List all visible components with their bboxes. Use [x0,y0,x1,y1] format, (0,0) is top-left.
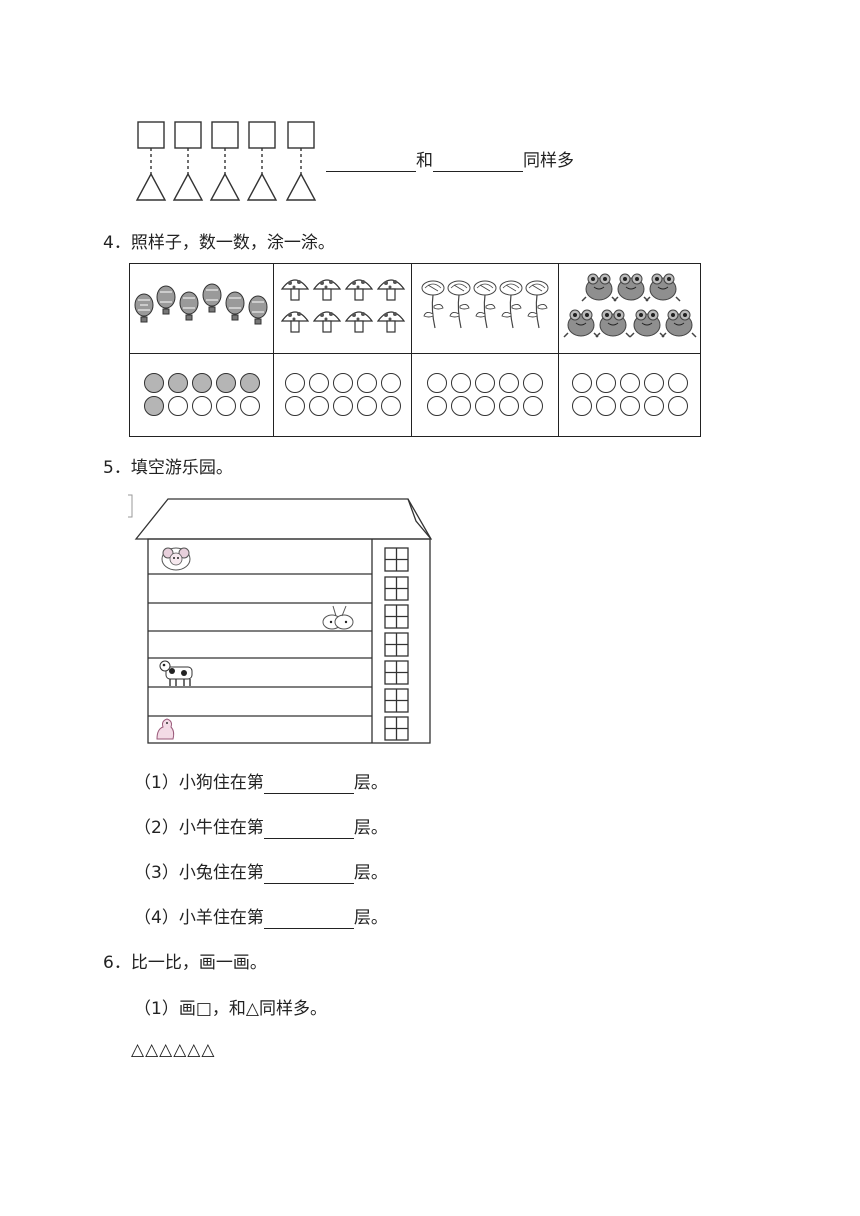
empty-circle[interactable] [667,373,688,394]
answer-blank-1[interactable] [326,151,416,172]
answer-blank-cow[interactable] [263,818,354,839]
empty-circle[interactable] [595,373,616,394]
mushroom-cell [273,263,412,354]
empty-circle[interactable] [308,396,329,417]
balloon-icon [134,283,267,325]
squares-triangles-figure [135,121,317,201]
empty-circle[interactable] [475,373,495,394]
dog-icon [156,718,175,740]
flower-icon [421,280,549,329]
filled-circle[interactable] [239,373,260,394]
circle-cell-frog [558,352,701,438]
empty-circle[interactable] [380,396,401,417]
empty-circle[interactable] [643,373,664,394]
triangle-row: △△△△△△ [131,1040,216,1060]
empty-circle[interactable] [571,396,592,417]
pair-2 [172,121,204,201]
pair-5 [285,121,317,201]
empty-circle[interactable] [571,373,592,394]
empty-circle[interactable] [499,396,519,417]
and-text: 和 [416,151,433,171]
empty-circle[interactable] [167,396,188,417]
empty-circle[interactable] [215,396,236,417]
empty-circle[interactable] [451,396,471,417]
circle-cell-mushroom [273,352,412,438]
q6-sub1: （1）画□，和△同样多。 [134,999,327,1019]
balloon-cell [129,263,274,354]
empty-circle[interactable] [619,373,640,394]
empty-circle[interactable] [356,373,377,394]
q4-title: 4．照样子，数一数，涂一涂。 [103,233,335,253]
building-figure [128,494,433,744]
frog-icon [562,273,697,338]
q5-item-3: （3）小兔住在第 层。 [134,863,388,884]
empty-circle[interactable] [523,396,543,417]
answer-blank-dog[interactable] [263,773,354,794]
empty-circle[interactable] [499,373,519,394]
pair-4 [246,121,278,201]
empty-circle[interactable] [523,373,543,394]
cow-icon [159,660,193,686]
empty-circle[interactable] [595,396,616,417]
rabbit-icon [322,605,354,630]
empty-circle[interactable] [284,373,305,394]
filled-circle[interactable] [215,373,236,394]
empty-circle[interactable] [332,396,353,417]
q5-item-2: （2）小牛住在第 层。 [134,818,388,839]
answer-blank-sheep[interactable] [263,908,354,929]
filled-circle[interactable] [191,373,212,394]
q5-item-4: （4）小羊住在第 层。 [134,908,388,929]
filled-circle[interactable] [143,373,164,394]
empty-circle[interactable] [380,373,401,394]
empty-circle[interactable] [475,396,495,417]
empty-circle[interactable] [239,396,260,417]
frog-cell [558,263,701,354]
empty-circle[interactable] [308,373,329,394]
empty-circle[interactable] [643,396,664,417]
filled-circle[interactable] [167,373,188,394]
empty-circle[interactable] [427,396,447,417]
empty-circle[interactable] [191,396,212,417]
windows [384,547,409,741]
empty-circle[interactable] [284,396,305,417]
mushroom-icon [280,279,405,333]
q5-title: 5．填空游乐园。 [103,458,233,478]
pair-1 [135,121,167,201]
q5-item-1: （1）小狗住在第 层。 [134,773,388,794]
pair-3 [209,121,241,201]
filled-circle[interactable] [143,396,164,417]
count-table [129,263,701,438]
q3-answer-line: 和 同样多 [326,146,574,172]
empty-circle[interactable] [332,373,353,394]
circle-cell-balloon [129,352,274,438]
empty-circle[interactable] [451,373,471,394]
empty-circle[interactable] [356,396,377,417]
empty-circle[interactable] [427,373,447,394]
sheep-icon [161,547,191,571]
answer-blank-rabbit[interactable] [263,863,354,884]
circle-cell-flower [411,352,559,438]
same-text: 同样多 [523,151,574,171]
flower-cell [411,263,559,354]
empty-circle[interactable] [619,396,640,417]
empty-circle[interactable] [667,396,688,417]
answer-blank-2[interactable] [433,151,523,172]
q6-title: 6．比一比，画一画。 [103,953,267,973]
